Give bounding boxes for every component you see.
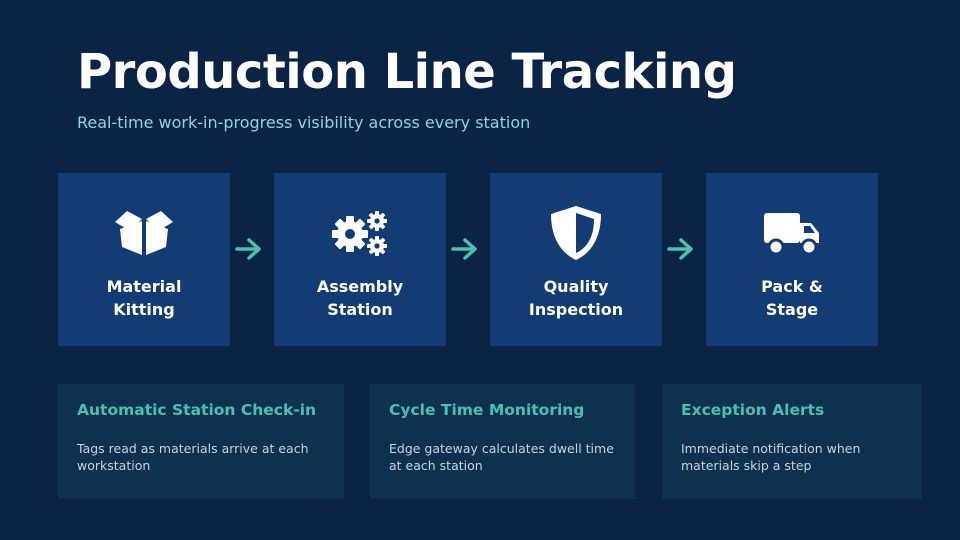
page-title: Production Line Tracking: [77, 44, 737, 100]
station-label: Pack & Stage: [761, 277, 823, 319]
page-subtitle: Real-time work-in-progress visibility ac…: [77, 113, 531, 132]
gears-icon: [330, 205, 390, 261]
box-open-icon: [113, 205, 175, 261]
station-label: Quality Inspection: [528, 277, 624, 319]
card-description: Immediate notification when materials sk…: [681, 441, 861, 473]
station-assembly: Assembly Station: [274, 173, 446, 346]
feature-card-exception-alerts: Exception Alerts Immediate notification …: [662, 384, 922, 499]
arrow-right-icon: [235, 238, 261, 260]
shield-icon: [547, 205, 605, 261]
card-title: Exception Alerts: [681, 401, 825, 419]
station-pack-stage: Pack & Stage: [706, 173, 878, 346]
card-title: Cycle Time Monitoring: [389, 401, 585, 419]
station-material-kitting: Material Kitting: [58, 173, 230, 346]
arrow-right-icon: [451, 238, 477, 260]
station-quality-inspection: Quality Inspection: [490, 173, 662, 346]
station-label: Material Kitting: [106, 277, 182, 319]
card-description: Tags read as materials arrive at each wo…: [77, 441, 309, 473]
feature-card-cycle-time: Cycle Time Monitoring Edge gateway calcu…: [370, 384, 635, 499]
arrow-right-icon: [667, 238, 693, 260]
truck-icon: [762, 205, 822, 261]
station-label: Assembly Station: [316, 277, 404, 319]
card-title: Automatic Station Check-in: [77, 401, 317, 419]
feature-card-check-in: Automatic Station Check-in Tags read as …: [58, 384, 344, 499]
card-description: Edge gateway calculates dwell time at ea…: [389, 441, 614, 473]
